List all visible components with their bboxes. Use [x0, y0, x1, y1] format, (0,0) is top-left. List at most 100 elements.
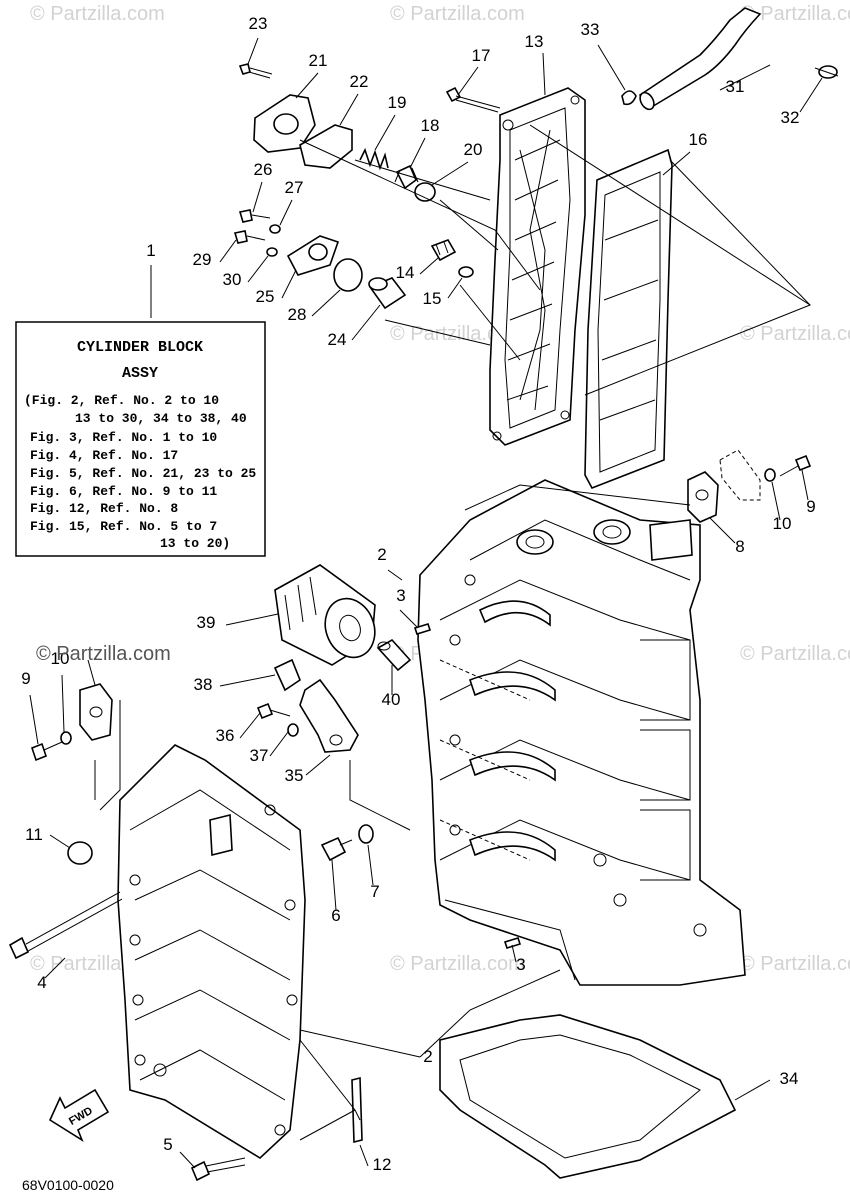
fwd-arrow-icon: FWD — [48, 1088, 110, 1142]
part-12-stud — [351, 1076, 363, 1144]
callout-label: 28 — [288, 305, 307, 324]
part-13-exhaust-cover — [489, 87, 586, 446]
callout-label: 10 — [773, 514, 792, 533]
part-21-thermostat-cover — [253, 94, 316, 153]
leader-lines-top — [150, 37, 823, 396]
callout-label: 11 — [25, 825, 43, 844]
callout-label: 22 — [350, 72, 369, 91]
callout-label: 23 — [249, 14, 268, 33]
callout-label: 13 — [525, 32, 544, 51]
part-15-washer — [458, 266, 474, 278]
part-16-gasket — [584, 148, 673, 490]
part-4-long-bolt — [8, 891, 123, 960]
part-20-seal — [414, 182, 436, 202]
part-22-gasket — [299, 124, 353, 169]
part-8-bracket — [687, 471, 719, 523]
gasket-8-outline — [719, 449, 761, 501]
part-7-washer — [358, 824, 374, 844]
part-24-sensor — [368, 277, 407, 310]
callout-layer: 1232345678910910111213141516171819202122… — [21, 14, 815, 1174]
callout-label: 20 — [464, 140, 483, 159]
watermark-text: © Partzilla.com — [740, 643, 850, 665]
callout-label: 4 — [37, 973, 46, 992]
part-35-bracket — [299, 678, 359, 753]
callout-label: 16 — [689, 130, 708, 149]
callout-label: 21 — [309, 51, 328, 70]
callout-label: 8 — [735, 537, 744, 556]
callout-label: 25 — [256, 287, 275, 306]
info-box-line: Fig. 4, Ref. No. 17 — [30, 448, 178, 463]
callout-label: 2 — [377, 545, 386, 564]
info-box-line: Fig. 6, Ref. No. 9 to 11 — [30, 484, 217, 499]
part-26-bolt — [238, 209, 271, 223]
info-box-line: Fig. 12, Ref. No. 8 — [30, 501, 178, 516]
watermark-text: © Partzilla.com — [390, 953, 525, 975]
info-box-title-2: ASSY — [122, 365, 158, 382]
callout-label: 30 — [223, 270, 242, 289]
callout-label: 9 — [806, 497, 815, 516]
info-box: CYLINDER BLOCK ASSY (Fig. 2, Ref. No. 2 … — [15, 321, 266, 557]
part-31-hose — [638, 7, 762, 111]
part-29-bolt — [233, 230, 266, 244]
part-3-dowel-upper — [413, 623, 432, 635]
callout-label: 33 — [581, 20, 600, 39]
callout-label: 39 — [197, 613, 216, 632]
part-9-bolt-right — [779, 454, 812, 477]
callout-label: 36 — [216, 726, 235, 745]
part-3-dowel-lower — [503, 937, 522, 949]
part-11-plug — [67, 841, 93, 865]
part-17-bolt — [445, 86, 501, 113]
part-23-bolt — [238, 63, 273, 79]
info-box-line: 13 to 30, 34 to 38, 40 — [75, 411, 247, 426]
part-6-plug — [320, 836, 353, 862]
callout-label: 29 — [193, 250, 212, 269]
info-box-line: Fig. 5, Ref. No. 21, 23 to 25 — [30, 466, 256, 481]
callout-label: 37 — [250, 746, 269, 765]
info-box-title-1: CYLINDER BLOCK — [77, 339, 203, 356]
callout-label: 40 — [382, 690, 401, 709]
part-38-collar — [273, 658, 301, 692]
part-27-washer — [269, 224, 281, 234]
info-box-line: Fig. 15, Ref. No. 5 to 7 — [30, 519, 217, 534]
watermark-text: © Partzilla.com — [740, 323, 850, 345]
part-34-gasket — [439, 1014, 737, 1179]
part-40-union — [376, 638, 412, 672]
callout-label: 32 — [781, 108, 800, 127]
part-19-spring — [359, 147, 389, 171]
watermark-text: © Partzilla.com — [390, 3, 525, 25]
callout-label: 2 — [423, 1047, 432, 1066]
callout-label: 19 — [388, 93, 407, 112]
part-9-bolt-left — [31, 741, 63, 762]
diagram-code: 68V0100-0020 — [22, 1177, 114, 1193]
part-10-washer-right — [764, 468, 776, 482]
part-36-bolt — [256, 702, 291, 720]
info-box-line: (Fig. 2, Ref. No. 2 to 10 — [24, 393, 219, 408]
callout-label: 6 — [331, 906, 340, 925]
part-18-thermostat — [394, 164, 419, 190]
part-37-washer — [287, 723, 299, 737]
part-32-clamp — [814, 65, 839, 79]
callout-label: 1 — [146, 241, 155, 260]
info-box-line: Fig. 3, Ref. No. 1 to 10 — [30, 430, 217, 445]
part-33-clip — [621, 90, 637, 106]
watermark-text: © Partzilla.com — [30, 3, 165, 25]
callout-label: 3 — [516, 955, 525, 974]
callout-label: 38 — [194, 675, 213, 694]
callout-label: 17 — [472, 46, 491, 65]
callout-label: 18 — [421, 116, 440, 135]
part-28-seal — [333, 258, 363, 292]
callout-label: 14 — [396, 263, 415, 282]
part-14-plug — [430, 239, 457, 262]
callout-label: 31 — [726, 77, 745, 96]
callout-label: 24 — [328, 330, 347, 349]
callout-label: 10 — [51, 649, 70, 668]
info-box-line: 13 to 20) — [160, 536, 230, 551]
callout-label: 15 — [423, 289, 442, 308]
part-main-cylinder-block — [417, 479, 746, 986]
watermark-text: © Partzilla.com — [740, 953, 850, 975]
callout-label: 26 — [254, 160, 273, 179]
callout-label: 35 — [285, 766, 304, 785]
part-crankcase — [117, 744, 306, 1159]
part-30-washer — [266, 247, 278, 257]
